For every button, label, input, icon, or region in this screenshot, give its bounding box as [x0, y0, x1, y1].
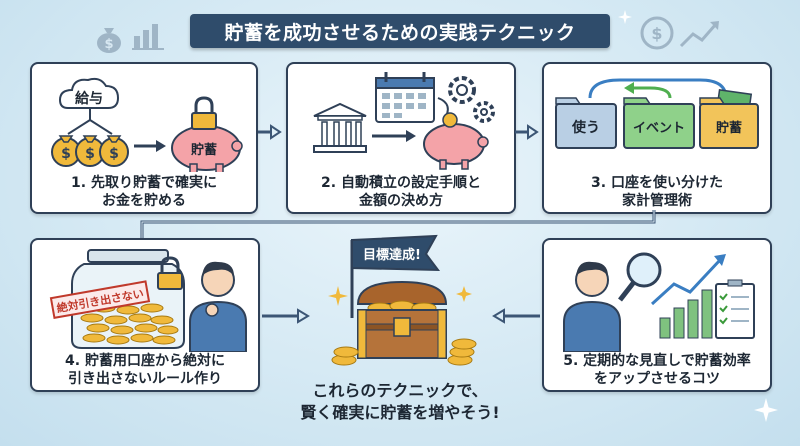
folder-event-icon: イベント — [623, 97, 695, 149]
step-4-caption-line1: 4. 貯蓄用口座から絶対に — [65, 353, 225, 369]
coin-decor-icon: $ — [640, 16, 674, 50]
page-title: 貯蓄を成功させるための実践テクニック — [190, 14, 610, 48]
trend-arrow-decor-icon — [679, 21, 719, 48]
step-5-caption-line2: をアップさせるコツ — [594, 371, 720, 387]
svg-text:$: $ — [651, 24, 662, 43]
step-card-3: 使う イベント 貯蓄 3. 口座を使い分けた 家計管理術 — [542, 62, 772, 214]
sparkle-icon — [618, 10, 632, 24]
step-3-caption-line1: 3. 口座を使い分けた — [591, 175, 723, 191]
svg-text:$: $ — [85, 146, 95, 162]
salary-illustration: 給与 $ $ $ 貯蓄 — [51, 77, 243, 172]
step-4-caption: 4. 貯蓄用口座から絶対に 引き出さないルール作り — [32, 352, 258, 388]
jar-icon — [71, 249, 185, 349]
step-card-4: 絶対引き出さない 4. 貯蓄用口座から絶対に 引き出さないルール作り — [30, 238, 260, 392]
svg-text:$: $ — [61, 146, 71, 162]
step-card-1: 給与 $ $ $ 貯蓄 — [30, 62, 258, 214]
folder-event-label: イベント — [633, 121, 685, 136]
step-1-caption: 1. 先取り貯蓄で確実に お金を貯める — [32, 174, 256, 210]
piggy-bank-icon: 貯蓄 — [171, 125, 243, 172]
flow-arrow-icon — [262, 308, 310, 324]
goal-treasure-illustration: 目標達成! — [328, 234, 477, 366]
closing-message-line2: 賢く確実に貯蓄を増やそう! — [300, 403, 500, 422]
step-5-caption: 5. 定期的な見直しで貯蓄効率 をアップさせるコツ — [544, 352, 770, 388]
padlock-icon — [191, 96, 217, 130]
person-icon — [563, 261, 621, 352]
svg-text:$: $ — [104, 37, 113, 52]
step-5-caption-line1: 5. 定期的な見直しで貯蓄効率 — [563, 353, 751, 369]
money-bag-icon: $ — [99, 135, 129, 167]
folder-use-label: 使う — [571, 119, 600, 136]
folder-use-icon: 使う — [555, 97, 617, 149]
savings-jar-illustration: 絶対引き出さない — [49, 249, 247, 352]
step-card-2: 2. 自動積立の設定手順と 金額の決め方 — [286, 62, 516, 214]
bar-chart-icon — [650, 254, 726, 339]
closing-message-line1: これらのテクニックで、 — [312, 381, 488, 400]
bar-chart-decor-icon — [132, 24, 164, 50]
closing-message: これらのテクニックで、 賢く確実に貯蓄を増やそう! — [250, 380, 550, 424]
account-folders-illustration: 使う イベント 貯蓄 — [555, 78, 759, 149]
goal-flag-label: 目標達成! — [363, 247, 421, 263]
step-2-caption: 2. 自動積立の設定手順と 金額の決め方 — [288, 174, 514, 210]
step-card-5: 5. 定期的な見直しで貯蓄効率 をアップさせるコツ — [542, 238, 772, 392]
step-3-caption-line2: 家計管理術 — [622, 193, 692, 209]
folder-savings-icon: 貯蓄 — [699, 89, 759, 149]
folder-savings-label: 貯蓄 — [716, 120, 742, 136]
flow-arrow-icon — [492, 308, 540, 324]
auto-transfer-illustration — [313, 72, 495, 170]
step-3-caption: 3. 口座を使い分けた 家計管理術 — [544, 174, 770, 210]
padlock-icon — [157, 256, 183, 290]
connector-line — [140, 210, 656, 238]
salary-label: 給与 — [75, 90, 103, 107]
step-2-caption-line2: 金額の決め方 — [359, 193, 443, 209]
gear-icon — [448, 76, 495, 123]
money-bag-icon: $ — [75, 135, 105, 167]
review-illustration — [563, 252, 755, 352]
step-1-caption-line1: 1. 先取り貯蓄で確実に — [71, 175, 217, 191]
flow-arrow-icon — [258, 124, 282, 140]
piggy-bank-icon — [423, 112, 489, 170]
step-4-caption-line2: 引き出さないルール作り — [68, 371, 222, 387]
goal-flag-icon: 目標達成! — [350, 234, 441, 318]
piggy-label: 貯蓄 — [191, 142, 217, 158]
svg-text:$: $ — [109, 146, 119, 162]
treasure-chest-icon — [356, 280, 448, 359]
money-bag-decor-icon: $ — [97, 28, 121, 53]
checklist-icon — [715, 279, 755, 339]
magnifier-icon — [618, 252, 662, 302]
arrow-right-icon — [134, 140, 166, 152]
flow-arrow-icon — [515, 124, 539, 140]
bank-icon — [313, 102, 367, 153]
step-2-caption-line1: 2. 自動積立の設定手順と — [321, 175, 481, 191]
arrow-right-icon — [372, 130, 416, 142]
person-thinking-icon — [189, 261, 247, 352]
calendar-icon — [375, 72, 435, 123]
sparkle-icon — [754, 398, 778, 422]
step-1-caption-line2: お金を貯める — [102, 193, 186, 209]
